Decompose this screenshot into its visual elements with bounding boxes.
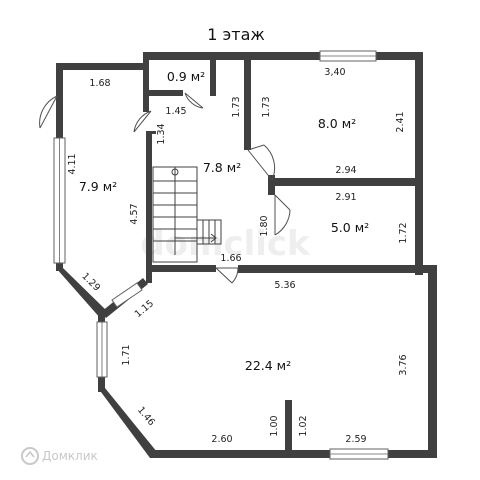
domclick-logo: Домклик (21, 447, 98, 465)
wall-bottom-partition (285, 400, 292, 456)
wall-left-diagonal (56, 268, 108, 319)
wall-wc-right (210, 52, 216, 96)
wall-wc-bottom (143, 90, 183, 96)
dim-label: 3,40 (324, 67, 345, 78)
dim-label: 1.15 (133, 298, 156, 320)
door-top-right (247, 144, 276, 181)
dim-label: 1.34 (156, 123, 167, 144)
wall-wc-left (143, 52, 149, 112)
dim-label: 2.60 (211, 434, 232, 445)
wall-divider-2 (238, 265, 437, 273)
dim-label: 1.45 (165, 106, 186, 117)
interior-walls (143, 52, 437, 456)
watermark: domclick (140, 224, 311, 264)
room-areas: 0.9 м² 7.9 м² 7.8 м² 8.0 м² 5.0 м² 22.4 … (79, 69, 369, 373)
wall-left-upper (56, 63, 63, 133)
dim-label: 1.73 (231, 96, 242, 117)
dim-label: 1.46 (135, 405, 157, 428)
wall-top (143, 52, 423, 60)
wall-divider-1 (270, 178, 423, 186)
door-main (215, 267, 239, 284)
wall-hall-vertical (244, 52, 251, 150)
room-area-hall: 7.8 м² (203, 160, 241, 175)
wall-bottom-diagonal (98, 388, 157, 458)
dim-label: 1.02 (298, 415, 309, 436)
domclick-logo-icon (21, 447, 39, 465)
dim-label: 5.36 (274, 280, 295, 291)
room-area-mid-right: 5.0 м² (331, 220, 369, 235)
dim-label: 4.11 (67, 153, 78, 174)
dim-label: 1.71 (121, 344, 132, 365)
wall-right (415, 52, 423, 275)
dim-label: 3.76 (398, 354, 409, 375)
wall-stair-left (146, 133, 152, 283)
dim-label: 1.68 (89, 78, 110, 89)
dim-label: 2.94 (335, 165, 356, 176)
dim-label: 1.73 (261, 96, 272, 117)
dim-label: 1.66 (220, 253, 241, 264)
window-diagonal (111, 282, 143, 308)
wall-lower-hall (146, 265, 216, 272)
logo-text: Домклик (42, 449, 98, 463)
dimensions: 1.68 1.45 1.34 1.73 1.73 3,40 2.41 4.11 … (67, 67, 409, 445)
doors (39, 92, 291, 284)
wall-bottom (150, 450, 437, 458)
wall-top-left (56, 63, 146, 70)
room-area-main: 22.4 м² (245, 358, 291, 373)
wall-stair-top (146, 131, 156, 134)
staircase (152, 166, 222, 263)
dim-label: 2.59 (345, 434, 366, 445)
door-wc (184, 92, 204, 109)
door-left-top (39, 95, 58, 129)
dim-label: 1.80 (259, 215, 270, 236)
dim-label: 4.57 (129, 203, 140, 224)
dim-label: 1.72 (398, 222, 409, 243)
windows (53, 50, 389, 460)
dim-label: 2.91 (335, 192, 356, 203)
door-hall (133, 110, 152, 133)
room-area-wc: 0.9 м² (167, 69, 205, 84)
door-mid-right (274, 194, 291, 236)
floor-title: 1 этаж (207, 25, 265, 44)
room-area-left: 7.9 м² (79, 179, 117, 194)
wall-right-lower (428, 268, 437, 457)
dim-label: 2.41 (395, 111, 406, 132)
room-area-top-right: 8.0 м² (318, 116, 356, 131)
dim-label: 1.00 (269, 415, 280, 436)
